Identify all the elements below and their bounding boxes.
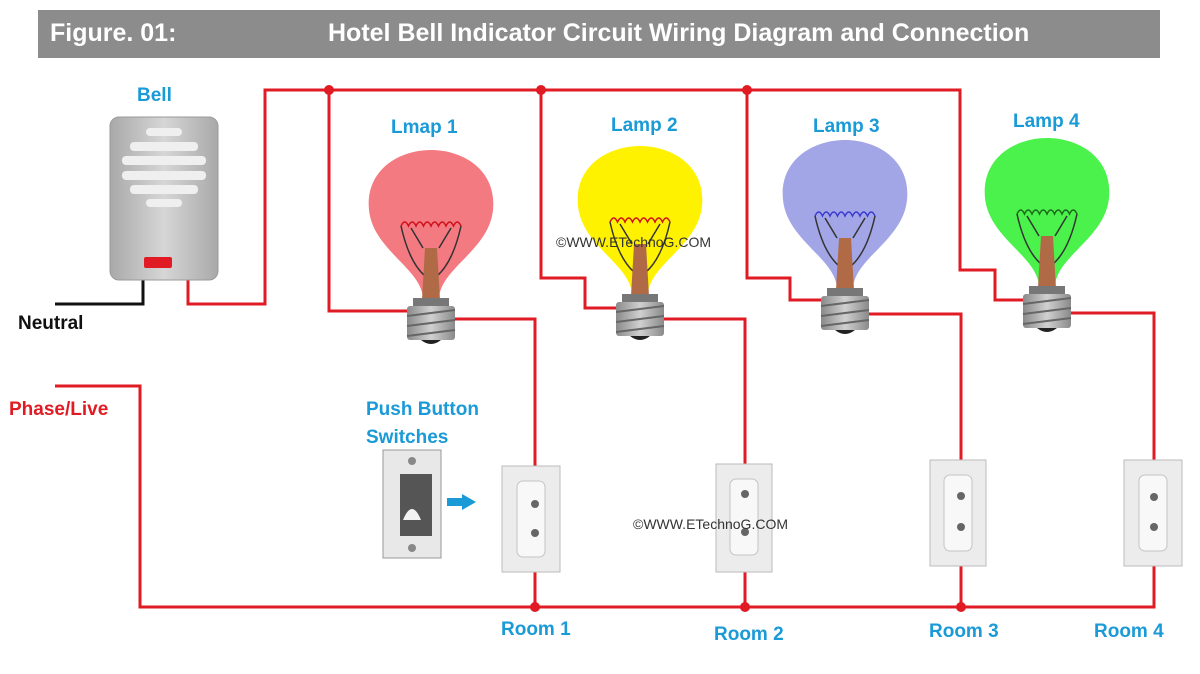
junction-dots — [324, 85, 966, 612]
lamp-4-label: Lamp 4 — [1013, 111, 1080, 132]
watermark: ©WWW.ETechnoG.COM — [556, 234, 711, 250]
room-4-switch — [1123, 459, 1183, 567]
lamp2-bus-wire — [539, 90, 628, 310]
junction-dot — [742, 85, 752, 95]
figure-title: Hotel Bell Indicator Circuit Wiring Diag… — [328, 19, 1030, 47]
lamp3-bus-wire — [745, 90, 830, 302]
bell-to-bus-wire — [186, 88, 1030, 306]
room-2-switch — [715, 463, 773, 573]
lamp1-switch-wire — [447, 317, 537, 502]
room-4-label: Room 4 — [1094, 621, 1164, 642]
bell-label: Bell — [137, 85, 172, 106]
watermark: ©WWW.ETechnoG.COM — [633, 516, 788, 532]
junction-dot — [324, 85, 334, 95]
push-button-label: Push Button — [366, 399, 479, 420]
lamp4-switch-wire — [1060, 311, 1156, 497]
neutral-wire — [55, 280, 145, 306]
bell-device — [109, 116, 219, 281]
room-1-label: Room 1 — [501, 619, 571, 640]
wires — [55, 88, 1156, 609]
junction-dot — [956, 602, 966, 612]
arrow-right-icon — [447, 494, 476, 510]
lamp-1 — [368, 150, 494, 344]
junction-dot — [536, 85, 546, 95]
push-button-switch-symbol — [382, 449, 442, 559]
neutral-label: Neutral — [18, 313, 83, 334]
room-3-switch — [929, 459, 987, 567]
lamp-3 — [782, 140, 908, 334]
lamp-4 — [984, 138, 1110, 332]
room-3-label: Room 3 — [929, 621, 999, 642]
room-2-label: Room 2 — [714, 624, 784, 645]
lamp-3-label: Lamp 3 — [813, 116, 880, 137]
title-bar: Figure. 01: Hotel Bell Indicator Circuit… — [38, 10, 1160, 58]
lamp1-bus-wire — [327, 90, 420, 313]
room-1-switch — [501, 465, 561, 573]
lamp3-switch-wire — [856, 312, 963, 496]
phase-label: Phase/Live — [9, 399, 108, 420]
figure-label: Figure. 01: — [50, 19, 177, 47]
bell-indicator-light — [144, 257, 172, 268]
junction-dot — [530, 602, 540, 612]
lamp-1-label: Lmap 1 — [391, 117, 458, 138]
lamp2-switch-wire — [655, 317, 747, 494]
lamp-2 — [577, 146, 703, 340]
lamp-2-label: Lamp 2 — [611, 115, 678, 136]
junction-dot — [740, 602, 750, 612]
switches-label: Switches — [366, 427, 448, 448]
phase-wire — [55, 384, 1156, 609]
